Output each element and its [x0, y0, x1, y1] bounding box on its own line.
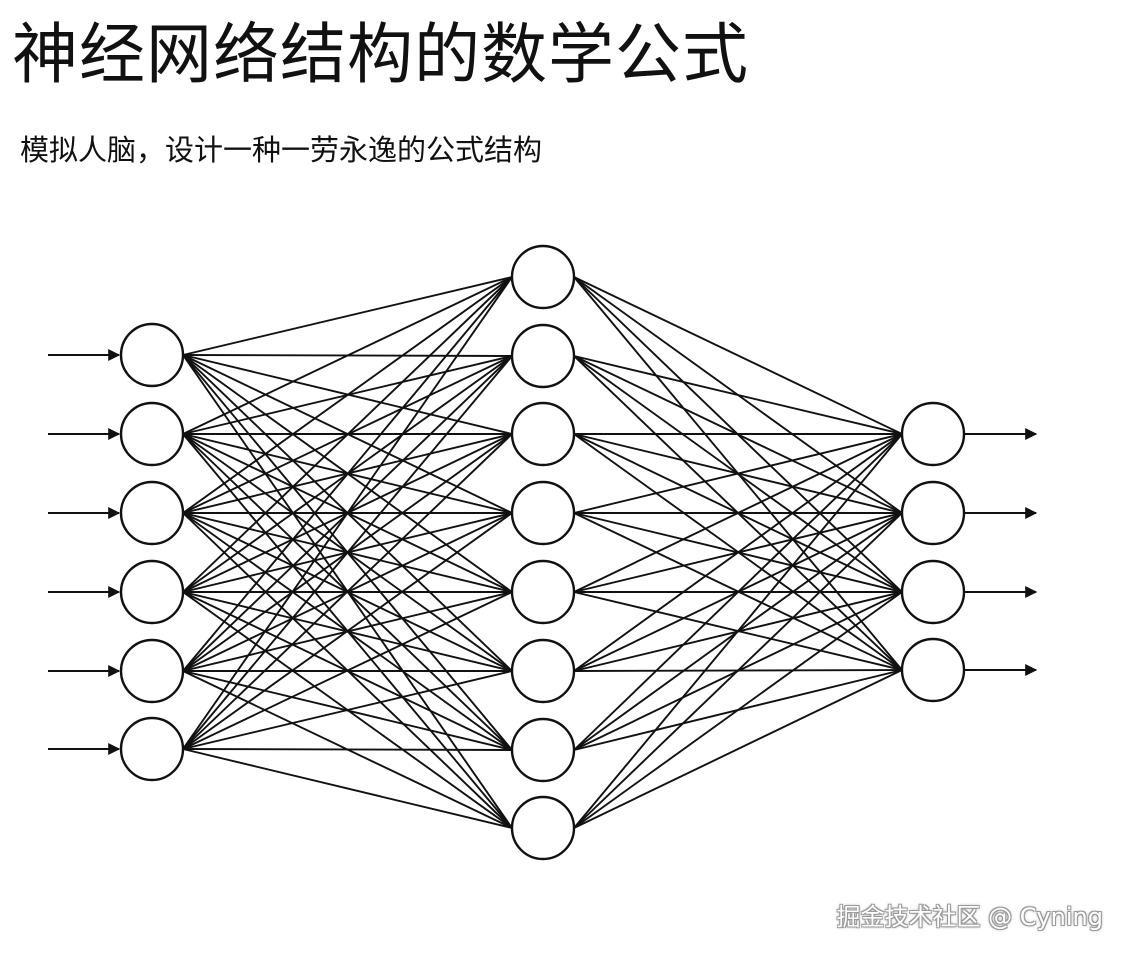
- input-node: [119, 401, 185, 467]
- connection-line: [573, 276, 903, 435]
- connection-line: [573, 433, 903, 751]
- hidden-node: [510, 323, 576, 389]
- connection-line: [182, 276, 513, 672]
- hidden-node: [510, 717, 576, 783]
- page-title: 神经网络结构的数学公式: [12, 16, 749, 93]
- connection-line: [573, 433, 903, 593]
- input-node: [119, 716, 185, 782]
- connection-line: [182, 512, 513, 750]
- output-node: [900, 637, 966, 703]
- hidden-node: [510, 559, 576, 625]
- output-node: [900, 559, 966, 625]
- connection-line: [573, 591, 903, 829]
- input-node: [119, 559, 185, 625]
- hidden-node: [510, 795, 576, 861]
- connection-line: [182, 276, 513, 514]
- connection-line: [182, 433, 513, 750]
- connection-line: [182, 276, 513, 593]
- credit-watermark: 掘金技术社区 @ Cyning: [836, 903, 1103, 931]
- connection-line: [573, 433, 903, 672]
- output-node: [900, 401, 966, 467]
- hidden-node: [510, 480, 576, 546]
- input-node: [119, 322, 185, 388]
- output-node: [900, 480, 966, 546]
- connection-line: [182, 591, 513, 750]
- connection-line: [182, 276, 513, 356]
- connection-line: [573, 433, 903, 514]
- neuron-nodes: [119, 244, 966, 861]
- connection-line: [573, 669, 903, 829]
- hidden-node: [510, 638, 576, 704]
- connection-line: [182, 355, 513, 750]
- connection-line: [182, 276, 513, 435]
- connection-line: [573, 433, 903, 829]
- connection-line: [573, 512, 903, 829]
- io-arrows: [48, 349, 1038, 755]
- connection-lines: [182, 276, 903, 829]
- connection-line: [182, 276, 513, 750]
- connection-line: [182, 670, 513, 750]
- hidden-node: [510, 244, 576, 310]
- hidden-node: [510, 401, 576, 467]
- connection-line: [182, 748, 513, 829]
- input-node: [119, 480, 185, 546]
- connection-line: [573, 355, 903, 435]
- input-node: [119, 638, 185, 704]
- page-subtitle: 模拟人脑，设计一种一劳永逸的公式结构: [20, 133, 543, 167]
- connection-line: [182, 748, 513, 751]
